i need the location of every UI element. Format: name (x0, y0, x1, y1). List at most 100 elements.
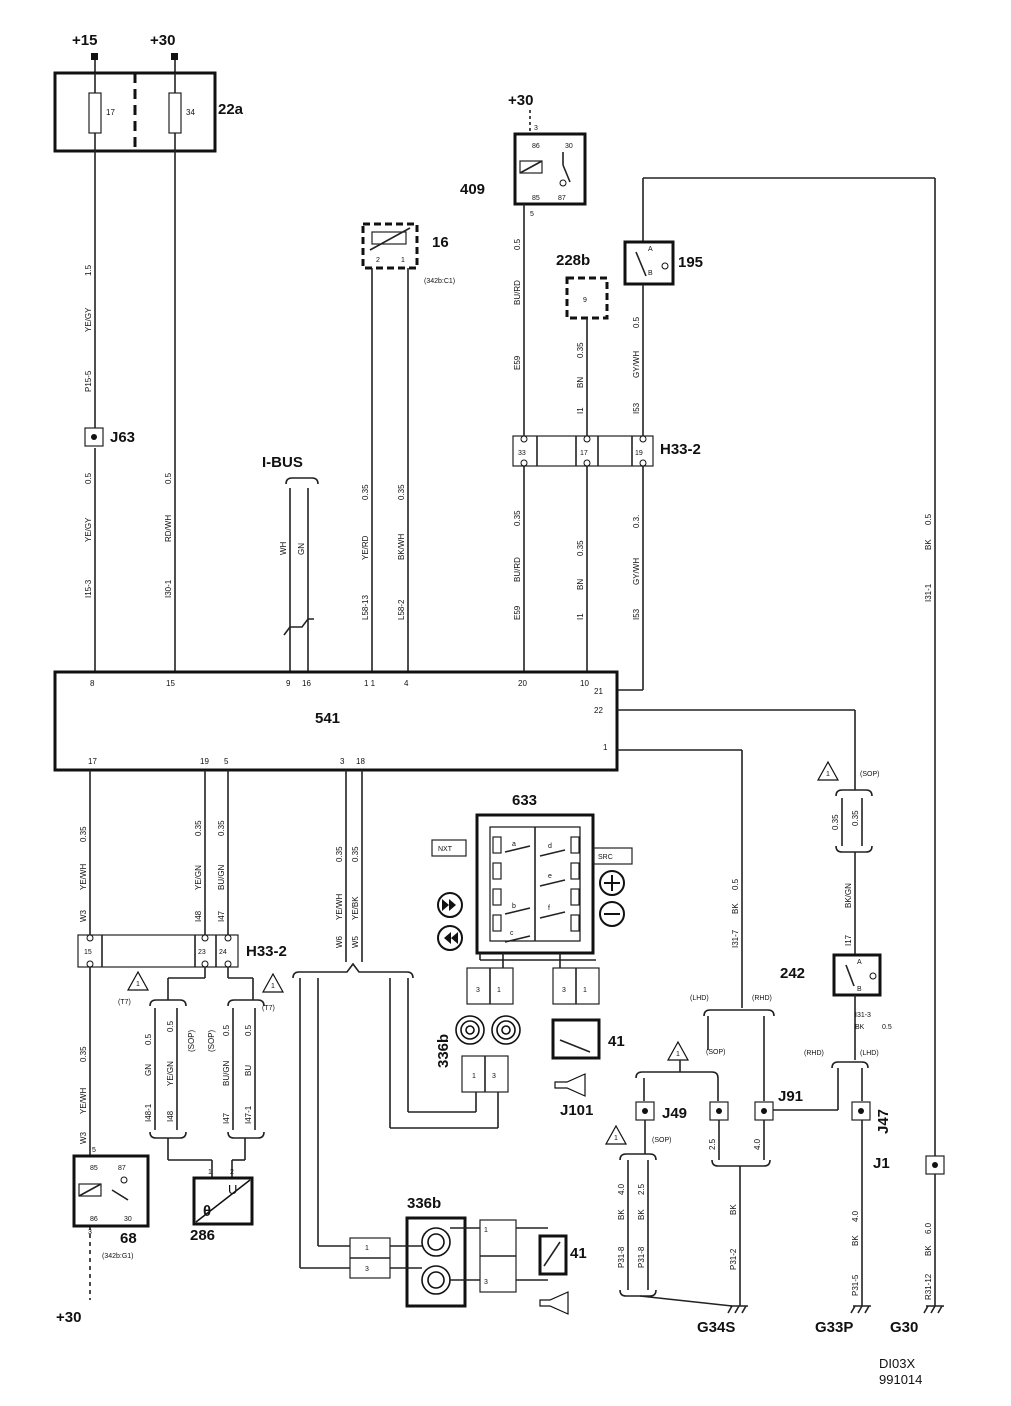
note-sop: (SOP) (187, 1029, 196, 1052)
wire-color: YE/WH (79, 864, 88, 890)
note-rhd-1: (RHD) (752, 995, 772, 1002)
wire-color: BK (924, 1245, 933, 1256)
pin-label: 9 (286, 679, 291, 688)
svg-text:a: a (512, 841, 516, 848)
note-sop-3: (SOP) (860, 771, 879, 778)
svg-text:3: 3 (365, 1266, 369, 1273)
wire-code: W3 (79, 1131, 88, 1144)
wire-size: 4.0 (851, 1210, 860, 1222)
note-lhd-2: (LHD) (860, 1050, 879, 1057)
wire-color: BU (244, 1065, 253, 1076)
relay-409-label: 409 (460, 181, 485, 198)
svg-text:B: B (648, 270, 653, 277)
clockspring-336b-b (405, 1216, 467, 1308)
svg-text:1: 1 (472, 1073, 476, 1080)
wire-code: I1 (576, 407, 585, 414)
clockspring-336b-a-label: 336b (435, 1034, 452, 1068)
wire-size: 0.3. (632, 515, 641, 528)
supply-plus30-409: +30 (508, 92, 533, 109)
wire-code: L58-13 (361, 595, 370, 620)
svg-text:1: 1 (826, 771, 830, 778)
src-label: SRC (598, 854, 613, 861)
svg-text:1: 1 (208, 1169, 212, 1176)
wire-code: W3 (79, 909, 88, 922)
component-228b (565, 276, 609, 320)
horn-41-a (551, 1018, 601, 1060)
component-541 (53, 670, 619, 772)
svg-text:87: 87 (558, 195, 566, 202)
switch-195-label: 195 (678, 254, 703, 271)
nxt-button[interactable] (431, 839, 467, 857)
wire-color: BU/GN (217, 864, 226, 890)
clockspring-icon (455, 1015, 485, 1045)
wire-code: I47 (217, 910, 226, 922)
connector-j91-label: J91 (778, 1088, 803, 1105)
svg-text:3: 3 (492, 1073, 496, 1080)
horn-41-a-label: 41 (608, 1033, 625, 1050)
connector-h33-2-top-label: H33-2 (660, 441, 701, 458)
wire-size: 0.35 (79, 826, 88, 842)
wire-color: BK (617, 1209, 626, 1220)
component-16-label: 16 (432, 234, 449, 251)
wire-color: YE/GN (194, 865, 203, 890)
wire-color: BK/GN (844, 883, 853, 908)
svg-text:87: 87 (118, 1165, 126, 1172)
svg-text:A: A (648, 246, 653, 253)
pin-label: 5 (224, 757, 229, 766)
wire-color: BK/WH (397, 534, 406, 560)
wire-size: 0.35 (194, 820, 203, 836)
note-lhd-1: (LHD) (690, 995, 709, 1002)
pin-label: 3 (340, 757, 345, 766)
pin-label: 1 (603, 743, 608, 752)
wire-color: GN (297, 543, 306, 555)
connector-j63-label: J63 (110, 429, 135, 446)
wire-size: 0.35 (335, 846, 344, 862)
wire-size: 0.5 (222, 1024, 231, 1036)
pin-label: 22 (594, 706, 603, 715)
svg-text:1: 1 (271, 983, 275, 990)
wire-color: GY/WH (632, 558, 641, 585)
note-rhd-2: (RHD) (804, 1050, 824, 1057)
wire-code: I48-1 (144, 1103, 153, 1122)
fuse-34-icon (168, 92, 182, 134)
switch-633-label: 633 (512, 792, 537, 809)
wire-size: 0.5 (632, 316, 641, 328)
wire-size: 0.35 (576, 540, 585, 556)
wire-code: I1 (576, 613, 585, 620)
wire-size: 0.5 (164, 472, 173, 484)
fuse-17-icon (88, 92, 102, 134)
horn-icon (554, 1073, 586, 1097)
wire-color: BU/GN (222, 1060, 231, 1086)
svg-text:2: 2 (230, 1169, 234, 1176)
terminal-icon (171, 53, 178, 60)
wire-size: 0.5 (924, 513, 933, 525)
wire-size: 0.5 (731, 878, 740, 890)
ground-g34s: G34S (697, 1319, 735, 1336)
svg-text:1: 1 (365, 1245, 369, 1252)
wire-code: I30-1 (164, 579, 173, 598)
fuse-34-label: 34 (186, 108, 195, 117)
wire-size: 0.5 (882, 1024, 892, 1031)
wire-size: 0.35 (217, 820, 226, 836)
wire-code: I47 (222, 1112, 231, 1124)
pin-label: 21 (594, 687, 603, 696)
fuse-box-22a: +15 +30 17 34 22a (53, 32, 244, 153)
svg-text:2: 2 (376, 257, 380, 264)
wire-size: 0.5 (513, 238, 522, 250)
svg-text:85: 85 (532, 195, 540, 202)
ground-g30: G30 (890, 1319, 918, 1336)
wire-code: E59 (513, 605, 522, 620)
src-button[interactable] (593, 847, 633, 865)
wire-color: BK (729, 1204, 738, 1215)
wire-code: I17 (844, 934, 853, 946)
svg-text:1: 1 (136, 981, 140, 988)
wire-code: L58-2 (397, 599, 406, 620)
wire-size: 6.0 (924, 1222, 933, 1234)
fuse-box-id: 22a (218, 101, 244, 118)
svg-text:3: 3 (484, 1279, 488, 1286)
note-triangle-icon (816, 760, 840, 781)
wire-size: 1.5 (84, 264, 93, 276)
svg-text:b: b (512, 903, 516, 910)
wire-color: YE/GN (166, 1061, 175, 1086)
